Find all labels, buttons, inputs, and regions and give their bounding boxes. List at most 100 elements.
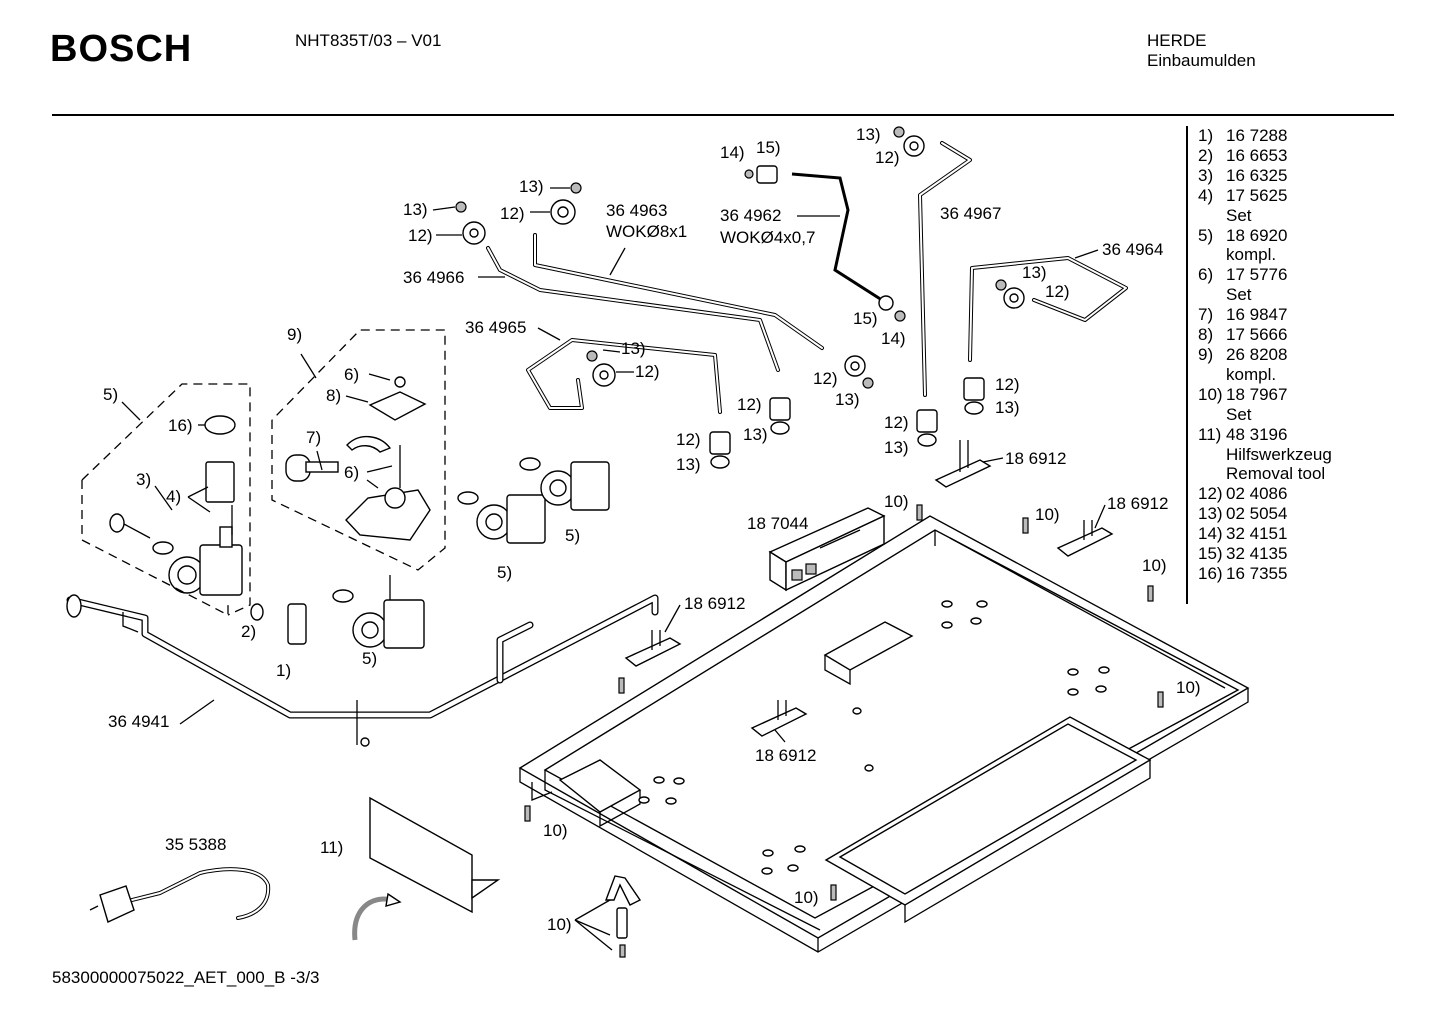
parts-list-number: 12)	[1198, 484, 1223, 504]
callout-12: 12)	[500, 204, 525, 223]
bracket-18-6912-left	[624, 630, 682, 667]
callout-12: 12)	[995, 375, 1020, 394]
parts-list-number: 14)	[1198, 524, 1223, 544]
part-number-18-7044: 18 7044	[747, 514, 808, 533]
gas-valve-assembly-left	[152, 461, 243, 596]
callout-12: 12)	[875, 148, 900, 167]
part-number-36-4964: 36 4964	[1102, 240, 1163, 259]
parts-list-number	[1198, 464, 1226, 484]
parts-list-value: 18 6920	[1226, 225, 1288, 245]
callout-10: 10)	[543, 821, 568, 840]
callout-1: 1)	[276, 661, 291, 680]
callout-10: 10)	[794, 888, 819, 907]
small-parts-left	[109, 415, 307, 645]
subcategory: Einbaumulden	[1147, 51, 1256, 70]
callout-15: 15)	[853, 309, 878, 328]
parts-list-number: 3)	[1198, 165, 1214, 185]
frame-mounting-holes	[638, 600, 1110, 875]
part-number-18-6912: 18 6912	[755, 746, 816, 765]
parts-list-row: 2)16 6653	[1198, 146, 1398, 166]
gas-valve-assembly-right-lower	[457, 491, 546, 544]
screws-10	[524, 504, 1164, 901]
part-number-18-6912: 18 6912	[1107, 494, 1168, 513]
parts-list-row: 1) 16 7288	[1198, 126, 1398, 146]
callout-12: 12)	[737, 395, 762, 414]
parts-list-value: 16 7288	[1226, 126, 1288, 145]
parts-list-row: 4) 17 5625	[1198, 186, 1398, 206]
callout-10: 10)	[1035, 505, 1060, 524]
category-block: HERDE Einbaumulden	[1147, 31, 1256, 71]
parts-list-value: 26 8208	[1226, 344, 1288, 364]
parts-list-number: 9)	[1198, 344, 1214, 364]
callout-13: 13)	[621, 339, 646, 358]
callout-9: 9)	[287, 325, 302, 344]
parts-list-row: 9) 26 8208	[1198, 345, 1398, 365]
parts-list-number	[1198, 206, 1226, 226]
tube-36-4962	[791, 172, 886, 304]
parts-list-number: 5)	[1198, 225, 1214, 245]
parts-list-value: 48 3196	[1226, 424, 1288, 444]
gas-valve-assembly-right-upper	[519, 457, 610, 511]
parts-list-number: 10)	[1198, 384, 1223, 404]
parts-list-row-continued: Hilfswerkzeug	[1198, 445, 1398, 465]
parts-list-number: 15)	[1198, 544, 1223, 564]
parts-list-row: 3)16 6325	[1198, 166, 1398, 186]
parts-list-number: 13)	[1198, 504, 1223, 524]
parts-list-number	[1198, 245, 1226, 265]
parts-list-row: 14)32 4151	[1198, 524, 1398, 544]
nuts-12-and-olives-13	[455, 126, 1025, 469]
callout-12: 12)	[884, 413, 909, 432]
parts-list-row: 12)02 4086	[1198, 484, 1398, 504]
callout-14: 14)	[881, 329, 906, 348]
parts-list-number: 8)	[1198, 325, 1214, 345]
callout-5: 5)	[103, 385, 118, 404]
callout-12: 12)	[408, 226, 433, 245]
parts-list-number	[1198, 405, 1226, 425]
brand-logo: BOSCH	[50, 28, 193, 70]
part-number-35-5388: 35 5388	[165, 835, 226, 854]
callout-6: 6)	[344, 365, 359, 384]
parts-list-row: 5) 18 6920	[1198, 226, 1398, 246]
parts-list-value: Hilfswerkzeug	[1226, 444, 1332, 464]
callout-12: 12)	[676, 430, 701, 449]
parts-list-row: 13)02 5054	[1198, 504, 1398, 524]
tube-36-4967	[918, 141, 972, 397]
callout-5: 5)	[362, 649, 377, 668]
parts-list-number: 4)	[1198, 185, 1214, 205]
callout-5: 5)	[565, 526, 580, 545]
callout-13: 13)	[1022, 263, 1047, 282]
parts-list-number	[1198, 445, 1226, 465]
gas-valve-assembly-center	[332, 575, 425, 649]
callout-2: 2)	[241, 622, 256, 641]
callout-13: 13)	[743, 425, 768, 444]
parts-list-number: 1)	[1198, 126, 1214, 145]
callout-13: 13)	[856, 125, 881, 144]
part-number-36-4966: 36 4966	[403, 268, 464, 287]
parts-list-value: 17 5776	[1226, 265, 1288, 285]
part-number-18-6912: 18 6912	[1005, 449, 1066, 468]
header-rule	[52, 114, 1394, 116]
callout-13: 13)	[519, 177, 544, 196]
part-number-36-4965: 36 4965	[465, 318, 526, 337]
callout-10: 10)	[547, 915, 572, 934]
parts-list-value: 32 4135	[1226, 544, 1288, 564]
callout-13: 13)	[403, 200, 428, 219]
parts-list-number	[1198, 365, 1226, 385]
callout-13: 13)	[995, 398, 1020, 417]
parts-list-number: 11)	[1198, 424, 1222, 444]
bracket-18-6912-center	[750, 700, 808, 737]
document-id: 58300000075022_AET_000_B -3/3	[52, 968, 320, 987]
parts-list-number: 16)	[1198, 563, 1223, 583]
parts-list-value: 17 5625	[1226, 185, 1288, 205]
tube-36-4964	[968, 256, 1128, 362]
parts-list-value: kompl.	[1226, 364, 1277, 384]
callout-13: 13)	[676, 455, 701, 474]
callout-13: 13)	[835, 390, 860, 409]
callout-13: 13)	[884, 438, 909, 457]
parts-list-value: Removal tool	[1226, 464, 1326, 484]
power-cable-35-5388	[89, 867, 271, 923]
parts-list-value: 02 4086	[1226, 484, 1288, 504]
removal-tool-11	[352, 796, 501, 941]
parts-list-row: 6)17 5776	[1198, 265, 1398, 285]
callout-7: 7)	[306, 428, 321, 447]
